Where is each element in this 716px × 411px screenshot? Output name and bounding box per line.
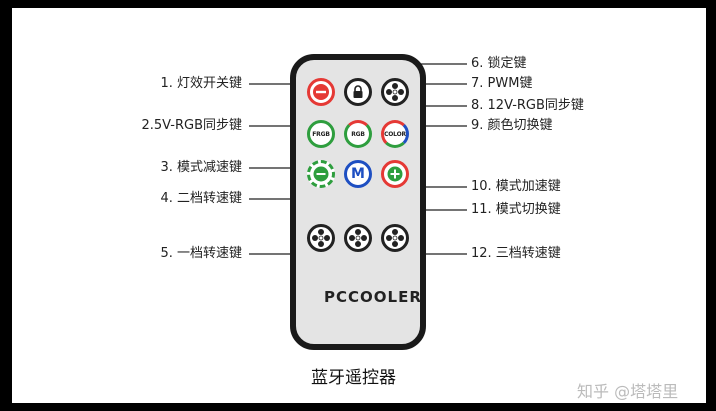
frgb-button[interactable]: FRGB [307, 120, 335, 148]
fan-icon [386, 229, 404, 247]
power-icon [313, 84, 329, 100]
speed-level-2-button[interactable] [344, 224, 372, 252]
brand-logo-text: PCCOOLER [324, 288, 422, 306]
label-light-effect-toggle: 1. 灯效开关键 [160, 76, 242, 91]
rgb-label: RGB [351, 130, 365, 138]
speed-level-1-button[interactable] [307, 224, 335, 252]
pwm-button[interactable] [381, 78, 409, 106]
mode-slow-down-button[interactable] [307, 160, 335, 188]
color-button[interactable]: COLOR [381, 120, 409, 148]
minus-icon [313, 166, 329, 182]
label-12v-rgb-sync: 8. 12V-RGB同步键 [471, 98, 584, 113]
light-effect-power-button[interactable] [307, 78, 335, 106]
diagram-caption: 蓝牙遥控器 [311, 368, 396, 388]
watermark: 知乎 @塔塔里 [577, 382, 679, 401]
speed-level-3-button[interactable] [381, 224, 409, 252]
diagram-canvas: 1. 灯效开关键 2.5V-RGB同步键 3. 模式减速键 4. 二档转速键 5… [12, 8, 706, 403]
label-mode-slow-down: 3. 模式减速键 [160, 160, 242, 175]
mode-speed-up-button[interactable] [381, 160, 409, 188]
label-mode-speed-up: 10. 模式加速键 [471, 179, 561, 194]
fan-icon [312, 229, 330, 247]
label-mode-switch: 11. 模式切换键 [471, 202, 561, 217]
label-lock: 6. 锁定键 [471, 56, 527, 71]
label-color-switch: 9. 颜色切换键 [471, 118, 553, 133]
mode-label: M [351, 166, 365, 182]
label-speed-level-3: 12. 三档转速键 [471, 246, 561, 261]
lock-icon [353, 85, 363, 98]
plus-icon [387, 166, 403, 182]
label-pwm: 7. PWM键 [471, 76, 533, 91]
color-label: COLOR [384, 130, 406, 138]
bluetooth-remote: FRGB RGB COLOR M [290, 54, 426, 350]
label-5v-rgb-sync: 2.5V-RGB同步键 [141, 118, 242, 133]
rgb-button[interactable]: RGB [344, 120, 372, 148]
label-speed-level-2: 4. 二档转速键 [160, 191, 242, 206]
lock-button[interactable] [344, 78, 372, 106]
fan-icon [349, 229, 367, 247]
frgb-label: FRGB [312, 130, 330, 138]
label-speed-level-1: 5. 一档转速键 [160, 246, 242, 261]
fan-icon [386, 83, 404, 101]
mode-switch-button[interactable]: M [344, 160, 372, 188]
